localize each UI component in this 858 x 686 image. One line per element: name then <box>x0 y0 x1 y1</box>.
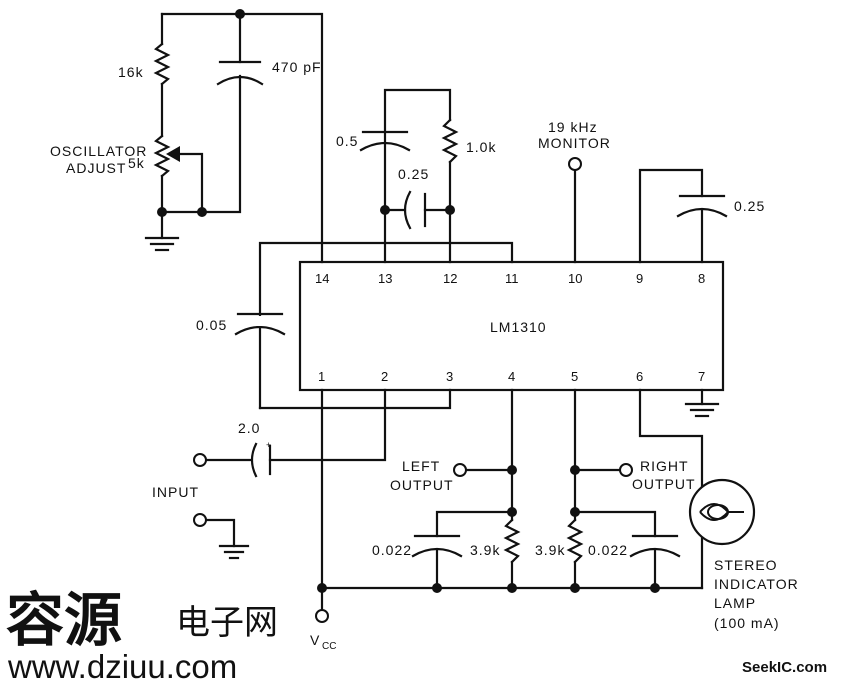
watermark-cn-red: 电子网 <box>176 604 278 642</box>
label-19khz: 19 kHz <box>548 119 598 135</box>
pin-4: 4 <box>508 369 515 384</box>
label-3-9k-left: 3.9k <box>470 542 500 558</box>
label-cap-0-022-left: 0.022 <box>372 542 412 558</box>
right-output-terminal <box>619 463 633 477</box>
label-470pf: 470 pF <box>272 59 322 75</box>
label-cap-0-022-right: 0.022 <box>588 542 628 558</box>
input-terminal <box>193 453 207 467</box>
label-cap-0-25-mid: 0.25 <box>398 166 429 182</box>
label-1k: 1.0k <box>466 139 496 155</box>
right-output-network <box>566 388 681 590</box>
label-cap-2-0: 2.0 <box>238 420 260 436</box>
watermark-url: www.dziuu.com <box>7 648 237 685</box>
monitor-terminal <box>568 157 582 171</box>
label-cap-0-25-right: 0.25 <box>734 198 765 214</box>
resistor-1k <box>441 118 459 164</box>
resistor-39k-left <box>503 518 521 564</box>
pin-13: 13 <box>378 271 392 286</box>
label-lamp: LAMP <box>714 595 756 611</box>
label-oscillator: OSCILLATOR <box>50 143 147 159</box>
component-labels: 16k 470 pF OSCILLATOR ADJUST 5k 0.5 1.0k… <box>50 59 799 652</box>
resistor-16k <box>153 42 171 86</box>
label-monitor: MONITOR <box>538 135 611 151</box>
pin7-ground <box>684 388 720 418</box>
label-vcc: V <box>310 632 320 648</box>
wiper-arrow <box>166 146 180 162</box>
label-cap-0-5: 0.5 <box>336 133 358 149</box>
pin-10: 10 <box>568 271 582 286</box>
pin-2: 2 <box>381 369 388 384</box>
label-vcc-sub: CC <box>322 641 336 652</box>
ic-pin-numbers: 14 13 12 11 10 9 8 1 2 3 4 5 6 7 <box>315 271 705 384</box>
watermark-cn-big: 容源 <box>6 588 122 653</box>
pin-1: 1 <box>318 369 325 384</box>
left-output-terminal <box>453 463 467 477</box>
label-left-output: OUTPUT <box>390 477 454 493</box>
label-3-9k-right: 3.9k <box>535 542 565 558</box>
pin-6: 6 <box>636 369 643 384</box>
oscillator-network <box>144 12 324 264</box>
vcc-terminal <box>315 609 329 623</box>
terminals <box>193 157 633 623</box>
label-100ma: (100 mA) <box>714 615 780 631</box>
pin-7: 7 <box>698 369 705 384</box>
label-cap-0-05: 0.05 <box>196 317 227 333</box>
label-5k: 5k <box>128 155 145 171</box>
pin-8: 8 <box>698 271 705 286</box>
input-network <box>204 388 452 590</box>
ic-part-label: LM1310 <box>490 319 547 335</box>
label-right: RIGHT <box>640 458 689 474</box>
pin-12: 12 <box>443 271 457 286</box>
pin-9: 9 <box>636 271 643 286</box>
label-plus: + <box>266 440 271 450</box>
junction-dots <box>157 9 660 593</box>
label-adjust: ADJUST <box>66 160 126 176</box>
label-input: INPUT <box>152 484 199 500</box>
stereo-indicator-lamp <box>688 478 756 546</box>
label-left: LEFT <box>402 458 440 474</box>
resistor-39k-right <box>566 518 584 564</box>
label-indicator: INDICATOR <box>714 576 799 592</box>
pin-3: 3 <box>446 369 453 384</box>
label-stereo: STEREO <box>714 557 778 573</box>
label-16k: 16k <box>118 64 144 80</box>
watermark: 容源 电子网 www.dziuu.com SeekIC.com <box>6 588 827 685</box>
label-right-output: OUTPUT <box>632 476 696 492</box>
potentiometer-5k <box>153 134 171 178</box>
input-ground-terminal <box>193 513 207 527</box>
pin-5: 5 <box>571 369 578 384</box>
pin-11: 11 <box>505 271 519 286</box>
pin-14: 14 <box>315 271 329 286</box>
phase-network <box>234 88 514 410</box>
left-output-network <box>411 388 521 590</box>
pilot-filter <box>638 168 728 264</box>
watermark-seekic: SeekIC.com <box>742 659 827 676</box>
